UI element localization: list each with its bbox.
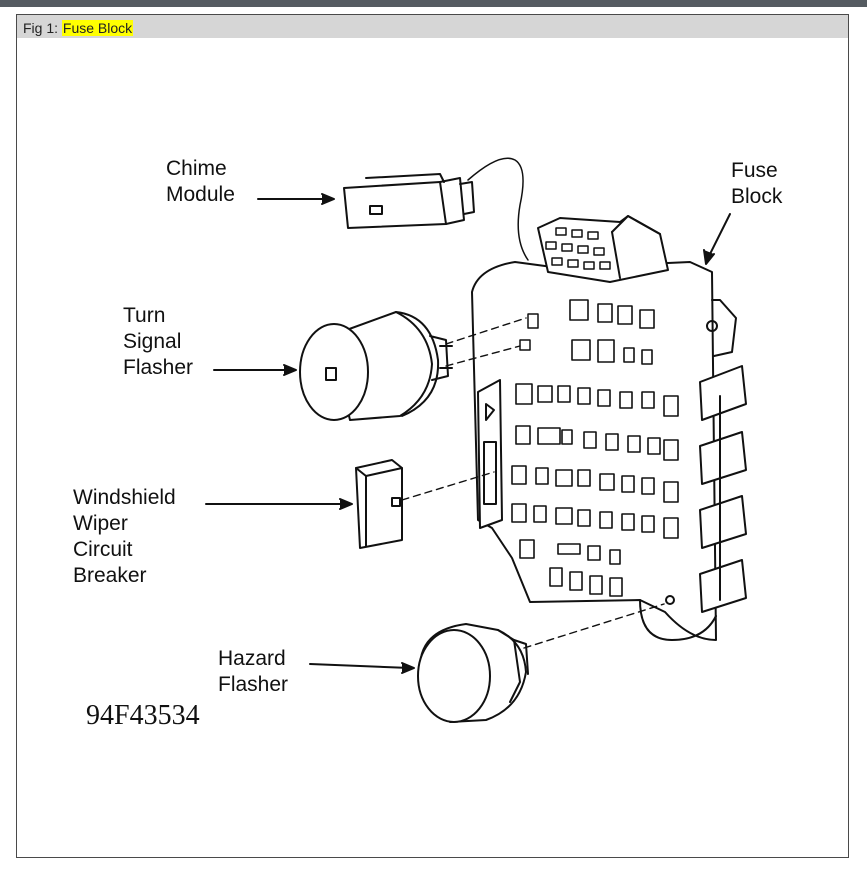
label-turn-signal-flasher: Turn Signal Flasher [123, 304, 194, 379]
figure-caption: Fig 1: Fuse Block [17, 15, 848, 38]
hazard-flasher [417, 623, 529, 723]
label-windshield-wiper-circuit-breaker: Windshield Wiper Circuit Breaker [73, 486, 176, 587]
label-chime-module: Chime Module [166, 157, 235, 206]
leader-arrows [205, 193, 731, 674]
caption-prefix: Fig 1: [23, 20, 62, 36]
figure-frame: Fig 1: Fuse Block [16, 14, 849, 858]
turn-signal-flasher [299, 311, 453, 421]
label-fuse-block: Fuse Block [731, 159, 783, 208]
label-hazard-flasher: Hazard Flasher [218, 647, 289, 696]
alignment-lines [401, 317, 665, 649]
fuse-block-body [467, 157, 747, 641]
chime-module [343, 173, 475, 229]
figure-code: 94F43534 [86, 700, 200, 731]
caption-highlight: Fuse Block [61, 20, 134, 36]
windshield-wiper-circuit-breaker [355, 459, 403, 549]
window-top-bar [0, 0, 867, 7]
